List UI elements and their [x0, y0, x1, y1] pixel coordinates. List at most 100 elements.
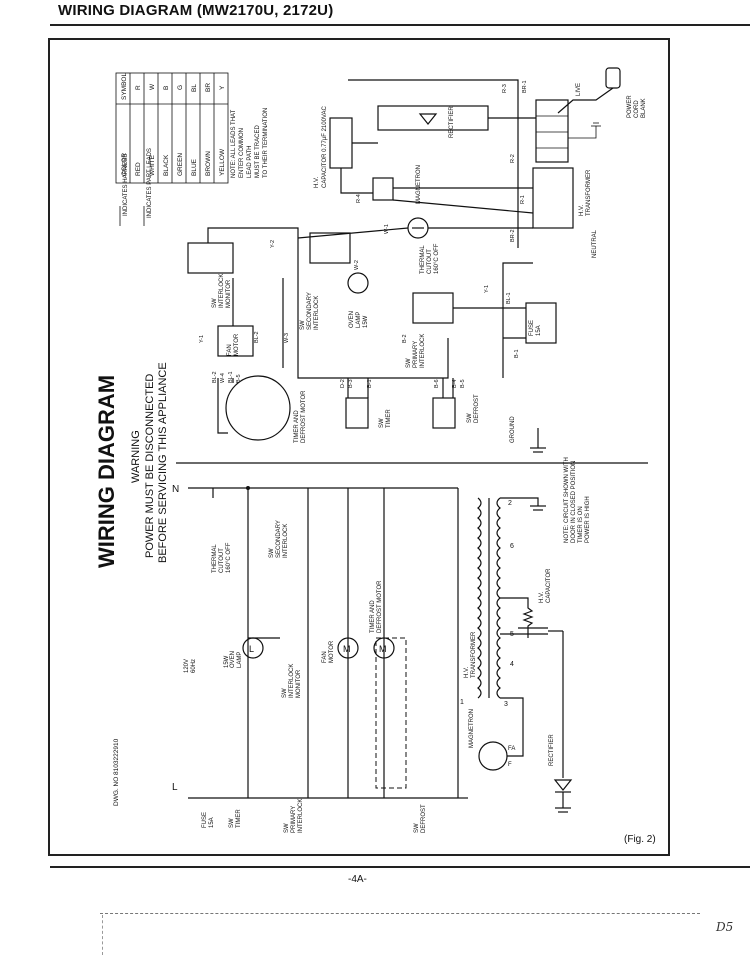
sch-lamp-1: OVEN	[230, 651, 236, 668]
magnetron-label: MAGNETRON	[416, 165, 422, 204]
sw-secondary-interlock-label-3: INTERLOCK	[314, 296, 320, 330]
bottom-rule	[50, 866, 750, 868]
sch-lamp-2: LAMP	[237, 652, 243, 668]
sch-transformer-secondary	[496, 497, 501, 699]
sch-fa: FA	[508, 746, 515, 752]
sw-primary-interlock	[412, 292, 454, 324]
wire-y2: Y-2	[270, 240, 276, 248]
sch-term-6: 6	[510, 543, 514, 550]
legend-symbol-brown: BR	[205, 83, 212, 92]
sch-mon-1: SW	[282, 688, 288, 698]
legend-symbol-white: W	[149, 83, 156, 90]
legend-color-blue: BLUE	[191, 158, 198, 176]
sch-term-2: 2	[508, 500, 512, 507]
sch-rectifier-label: RECTIFIER	[549, 734, 555, 766]
sch-lamp-3: 15W	[224, 655, 230, 668]
legend-color-green: GREEN	[177, 153, 184, 176]
sch-tm-1: TIMER AND	[370, 600, 376, 633]
sch-pri-3: INTERLOCK	[298, 799, 304, 833]
sch-magnetron	[478, 741, 508, 771]
sw-primary-interlock-label-2: PRIMARY	[413, 341, 419, 368]
fan-motor-label-2: MOTOR	[234, 333, 240, 356]
supply-label-2: 60Hz	[191, 659, 197, 673]
power-cord-label-2: CORD	[634, 100, 640, 118]
sch-thermal-3: 160°C OFF	[226, 542, 232, 573]
live-label: LIVE	[576, 83, 582, 96]
legend-note-1: NOTE: ALL LEADS THAT	[231, 109, 237, 178]
hv-transformer-label-1: H.V.	[579, 205, 585, 216]
fuse-label-1: FUSE	[529, 320, 535, 336]
hv-capacitor	[329, 117, 353, 169]
sch-fuse-2: 15A	[209, 817, 215, 828]
hv-transformer-block	[532, 167, 574, 229]
wire-b5: B-5	[236, 374, 242, 383]
wire-br1: BR-1	[522, 80, 528, 93]
sch-term-4: 4	[510, 661, 514, 668]
wire-b6: B-6	[434, 379, 440, 388]
legend-col-symbol: SYMBOL	[121, 73, 128, 100]
timer-defrost-motor	[225, 375, 291, 441]
timer-motor-label-2: DEFROST MOTOR	[301, 390, 307, 443]
sch-pri-1: SW	[284, 823, 290, 833]
sw-interlock-monitor-label-1: SW	[212, 298, 218, 308]
sw-timer-label-1: SW	[379, 418, 385, 428]
sch-def-2: DEFROST	[421, 804, 427, 833]
rail-l-label: L	[172, 782, 178, 793]
legend-note-5: TO THEIR TERMINATION	[263, 108, 269, 178]
sch-defrost-box	[375, 637, 407, 789]
warning-line-2: BEFORE SERVICING THIS APPLIANCE	[157, 362, 169, 563]
sch-hv-cap-1: H.V.	[539, 592, 545, 603]
sch-hv-cap-2: CAPACITOR	[546, 568, 552, 603]
warning-title: WARNING	[130, 430, 142, 483]
sch-sec-3: INTERLOCK	[283, 524, 289, 558]
wire-w3: W-3	[284, 333, 290, 343]
power-plug	[605, 67, 621, 89]
circuit-note-1: NOTE: CIRCUIT SHOWN WITH	[564, 457, 570, 543]
sch-oven-lamp	[242, 637, 264, 659]
sch-thermal-1: THERMAL	[212, 544, 218, 573]
wire-w2: W-2	[354, 260, 360, 270]
wire-r3: R-3	[502, 84, 508, 93]
wire-bl1-b: BL-1	[228, 371, 234, 383]
sw-defrost-label-1: SW	[467, 413, 473, 423]
sw-secondary-interlock-label-2: SECONDARY	[307, 292, 313, 330]
fan-motor	[217, 325, 254, 357]
legend-col-color: COLOR	[121, 153, 128, 176]
legend-symbol-blue: BL	[191, 84, 198, 92]
sch-fan-2: MOTOR	[329, 640, 335, 663]
neutral-label: NEUTRAL	[592, 229, 598, 258]
legend-color-black: BLACK	[163, 154, 170, 176]
sch-transformer-primary	[477, 497, 482, 699]
power-cord-label-3: BLANK	[641, 98, 647, 118]
wire-r2: R-2	[510, 154, 516, 163]
sch-thermal-2: CUTOUT	[219, 548, 225, 573]
sch-hv-trans-2: TRANSFORMER	[471, 631, 477, 678]
timer-motor-label-1: TIMER AND	[294, 410, 300, 443]
sch-tm-2: DEFROST MOTOR	[377, 580, 383, 633]
sw-primary-interlock-label-1: SW	[406, 358, 412, 368]
legend-harness: INDICATES HARNESS	[123, 154, 129, 216]
wiring-diagram: WIRING DIAGRAM WARNING POWER MUST BE DIS…	[94, 67, 648, 833]
legend-symbol-yellow: Y	[219, 85, 226, 90]
circuit-note-2: DOOR IN CLOSED POSITION	[571, 461, 577, 543]
sch-hv-trans-1: H.V.	[464, 667, 470, 678]
sch-swt-1: SW	[229, 818, 235, 828]
legend-note-2: ENTER COMMON	[239, 128, 245, 178]
sch-sec-1: SW	[269, 548, 275, 558]
fuse-pictorial	[525, 302, 557, 344]
page-title: WIRING DIAGRAM (MW2170U, 2172U)	[58, 2, 334, 19]
oven-lamp-label-2: LAMP	[356, 312, 362, 328]
sch-fan-1: FAN	[322, 651, 328, 663]
pictorial-wiring: LIVE POWER CORD BLANK H.V. TRANSFORMER N…	[187, 67, 647, 543]
figure-label: (Fig. 2)	[624, 834, 656, 845]
oven-lamp-label-3: 15W	[363, 315, 369, 328]
legend-symbol-black: B	[163, 86, 170, 90]
sch-sec-2: SECONDARY	[276, 520, 282, 558]
oven-lamp-label-1: OVEN	[349, 311, 355, 328]
thermal-cutout-label-2: CUTOUT	[427, 249, 433, 274]
thermal-cutout-label-1: THERMAL	[420, 245, 426, 274]
hv-capacitor-label-1: H.V.	[314, 177, 320, 188]
sw-interlock-monitor-label-2: INTERLOCK	[219, 274, 225, 308]
wire-y1: Y-1	[199, 335, 205, 343]
sch-timer-symbol: M	[379, 644, 387, 654]
